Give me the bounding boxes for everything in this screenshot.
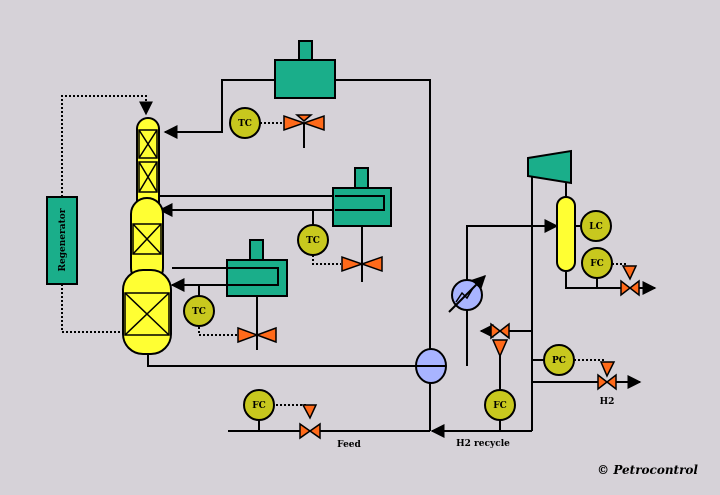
heater-bottom-stack — [249, 239, 264, 261]
instrument-bubbles: TC TC TC LC FC PC FC FC — [183, 107, 613, 421]
regen-catalyst-in — [61, 95, 153, 197]
line-top-heater-inlet — [335, 79, 431, 350]
instrument-pc-h2[interactable]: PC — [543, 344, 575, 376]
valve-feed-actuator — [301, 404, 318, 420]
valve-separator[interactable] — [620, 265, 640, 297]
instrument-fc-separator[interactable]: FC — [581, 247, 613, 279]
reactor-bed-crosses — [124, 129, 170, 336]
valve-h2-body — [597, 373, 617, 391]
valve-separator-actuator — [621, 265, 638, 281]
heater-mid-stack — [354, 167, 369, 189]
regenerator-links — [61, 95, 153, 333]
bed-top-2-x — [138, 161, 158, 193]
valves — [237, 114, 640, 440]
line-to-cooler — [466, 219, 559, 366]
bed-top-1 — [138, 129, 158, 159]
line-reactor-effluent — [147, 352, 416, 367]
instrument-tc-bottom[interactable]: TC — [183, 295, 215, 327]
bed-top-1-x — [138, 129, 158, 159]
heater-mid-box — [332, 187, 392, 227]
tc-top-label: TC — [238, 119, 252, 129]
valve-tc-bottom[interactable] — [237, 326, 277, 344]
tc-mid-label: TC — [306, 236, 320, 246]
bed-mid-1 — [132, 223, 162, 255]
cooler — [448, 275, 486, 313]
fc-sep-label: FC — [590, 259, 604, 269]
heater-top-box — [274, 59, 336, 99]
reactor-stack — [122, 117, 172, 355]
heater-bottom-coil — [227, 267, 279, 286]
tc-bottom-circle — [183, 295, 215, 327]
fc-recycle-label: FC — [493, 401, 507, 411]
instrument-fc-recycle[interactable]: FC — [484, 389, 516, 421]
valve-separator-body — [620, 279, 640, 297]
copyright-text: © Petrocontrol — [597, 463, 698, 477]
process-lines — [147, 79, 657, 438]
cooler-arrow — [448, 275, 486, 313]
compressor-body — [527, 149, 572, 185]
fc-sep-circle — [581, 247, 613, 279]
valve-recycle-body — [490, 322, 510, 340]
compressor — [527, 149, 572, 215]
tc-bottom-label: TC — [192, 307, 206, 317]
tc-top-circle — [229, 107, 261, 139]
bed-bottom-1-x — [124, 292, 170, 336]
heater-top-stack — [298, 40, 313, 62]
valve-tc-mid[interactable] — [341, 255, 383, 273]
valve-tc-top-actuator — [294, 114, 314, 122]
fc-recycle-circle — [484, 389, 516, 421]
pc-circle — [543, 344, 575, 376]
instrument-lc-separator[interactable]: LC — [580, 210, 612, 242]
regenerator: Regenerator — [46, 196, 78, 285]
line-top-heater-to-reactor — [163, 79, 305, 139]
stream-label-h2-recycle: H2 recycle — [456, 439, 510, 449]
tc-mid-circle — [297, 224, 329, 256]
fc-feed-circle — [243, 389, 275, 421]
separator-vessel — [556, 196, 576, 272]
sig-tc-mid — [312, 255, 341, 265]
valve-recycle[interactable] — [490, 322, 510, 358]
heater-mid — [332, 167, 392, 227]
bed-bottom-1 — [124, 292, 170, 336]
heater-bottom — [226, 239, 288, 297]
sig-pc — [574, 359, 605, 370]
valve-feed-body — [299, 422, 321, 440]
regen-catalyst-out — [61, 284, 126, 333]
stream-label-h2: H2 — [600, 397, 615, 407]
instrument-fc-feed[interactable]: FC — [243, 389, 275, 421]
valve-feed[interactable] — [299, 404, 321, 440]
valve-h2-actuator — [599, 361, 616, 378]
bed-mid-1-x — [132, 223, 162, 255]
pc-label: PC — [552, 356, 566, 366]
valve-recycle-actuator — [491, 339, 509, 358]
stream-label-feed: Feed — [337, 440, 361, 450]
fc-feed-label: FC — [252, 401, 266, 411]
feed-effluent-exchanger — [415, 348, 447, 384]
instrument-tc-mid[interactable]: TC — [297, 224, 329, 256]
lc-circle — [580, 210, 612, 242]
valve-tc-bottom-body — [237, 326, 277, 344]
heater-top — [274, 40, 336, 99]
valve-tc-top-body — [283, 114, 325, 132]
valve-tc-mid-body — [341, 255, 383, 273]
instrument-tc-top[interactable]: TC — [229, 107, 261, 139]
valve-h2[interactable] — [597, 361, 617, 391]
heater-mid-coil — [335, 195, 385, 211]
valve-tc-top[interactable] — [283, 114, 325, 132]
separator — [556, 196, 576, 272]
line-separator-liquid — [565, 272, 657, 295]
bed-top-2 — [138, 161, 158, 193]
lc-label: LC — [589, 222, 603, 232]
regenerator-label: Regenerator — [58, 208, 68, 271]
reactor-bottom — [122, 269, 172, 355]
